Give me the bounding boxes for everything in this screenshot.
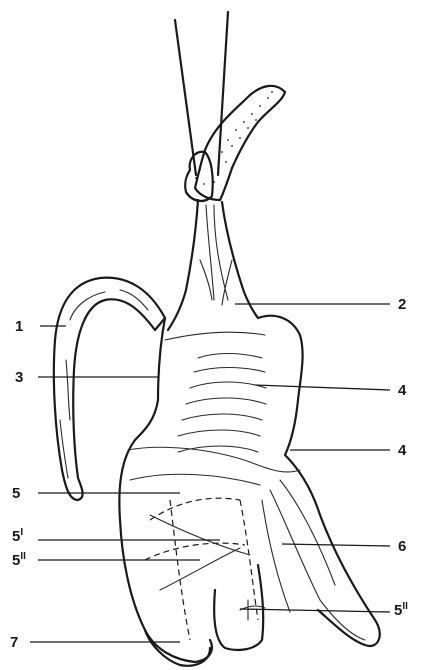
label-5-prime: 5I xyxy=(12,527,23,545)
label-5-double-prime-right: 5II xyxy=(394,601,408,619)
label-4-lower: 4 xyxy=(398,442,407,459)
label-7: 7 xyxy=(10,634,18,651)
label-5-double-prime: 5II xyxy=(12,551,26,569)
suspension-wires xyxy=(175,12,228,175)
neck xyxy=(54,278,165,500)
torso xyxy=(119,316,379,666)
label-2: 2 xyxy=(398,296,406,313)
label-6: 6 xyxy=(398,538,406,555)
label-3: 3 xyxy=(15,369,23,386)
label-5: 5 xyxy=(12,485,20,502)
legs xyxy=(168,200,258,330)
label-4-upper: 4 xyxy=(398,382,407,399)
stipple-texture xyxy=(195,91,273,185)
label-1: 1 xyxy=(15,318,23,335)
labels: 1 2 3 4 4 5 5I 5II 6 5II 7 xyxy=(10,296,408,651)
hanging-feet xyxy=(185,86,285,201)
ribs xyxy=(178,354,266,453)
